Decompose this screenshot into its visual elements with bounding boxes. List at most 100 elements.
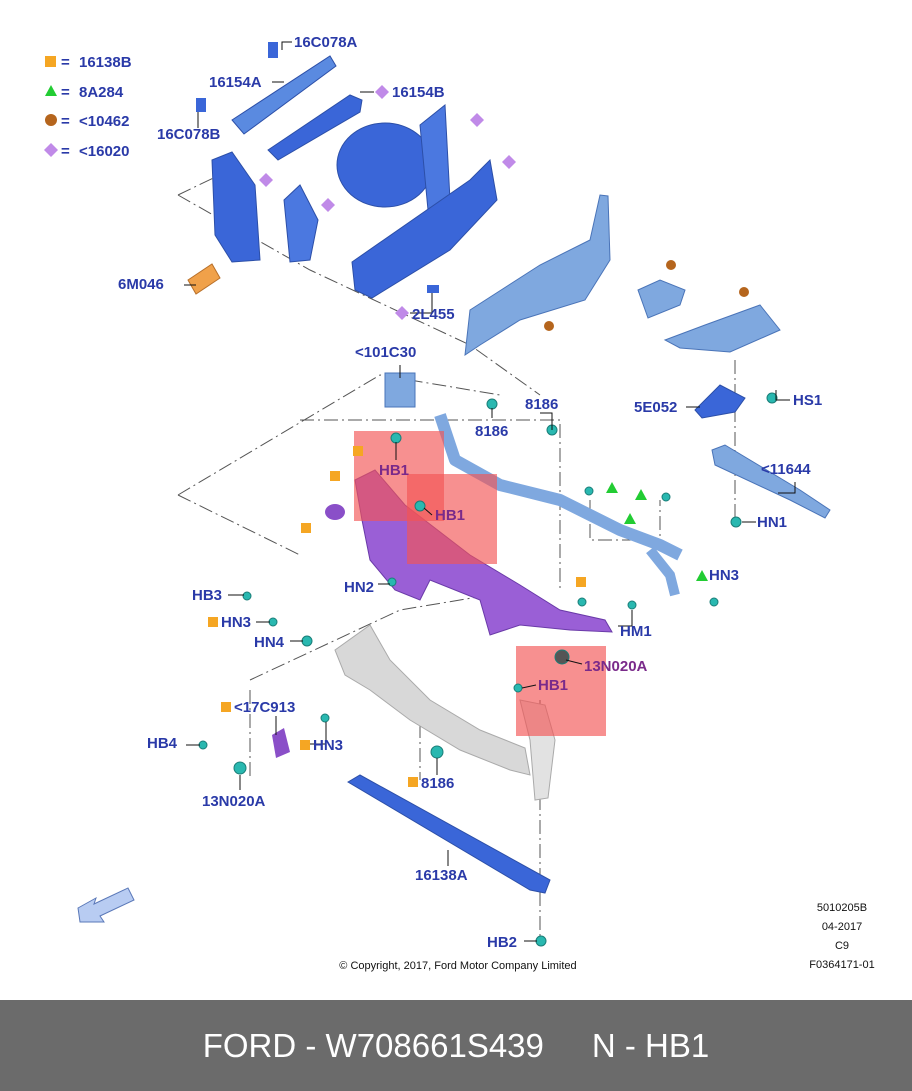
fastener-13n020a-right xyxy=(554,649,570,665)
square-marker xyxy=(408,777,418,787)
callout-16138a: 16138A xyxy=(415,867,468,884)
callout-5e052: 5E052 xyxy=(634,399,677,416)
legend-label: 8A284 xyxy=(79,84,124,101)
part-2l455 xyxy=(427,285,439,293)
legend-circle-icon xyxy=(45,114,57,126)
highlight-box xyxy=(407,474,497,564)
part-number-banner: FORD - W708661S439 N - HB1 xyxy=(0,1000,912,1091)
callout-16c078b: 16C078B xyxy=(157,126,221,143)
fastener-hb1b xyxy=(414,500,426,512)
fastener-8186c xyxy=(430,745,444,759)
fender-structure xyxy=(384,194,831,519)
drawing-reference: F0364171-01 xyxy=(809,959,874,971)
fastener-upper-left xyxy=(584,486,594,496)
part-16154b xyxy=(267,94,363,161)
part-shock-bracket xyxy=(637,279,686,319)
fastener-hb1c xyxy=(513,683,523,693)
part-inner-bracket xyxy=(283,184,319,263)
callout-13n020a-right: 13N020A xyxy=(584,658,648,675)
part-side-panel xyxy=(663,304,781,353)
exploded-parts-diagram: = 16138B = 8A284 = <10462 = <16020 xyxy=(44,34,875,972)
legend-diamond-icon xyxy=(44,143,58,157)
triangle-marker xyxy=(606,482,618,493)
part-11644 xyxy=(711,444,831,519)
square-marker xyxy=(330,471,340,481)
callout-hn1: HN1 xyxy=(757,514,787,531)
fastener-hb2 xyxy=(535,935,547,947)
part-101c30 xyxy=(384,372,416,408)
callout-16c078a: 16C078A xyxy=(294,34,358,51)
fastener-hn3b xyxy=(709,597,719,607)
callout-hm1: HM1 xyxy=(620,623,652,640)
callout-hn3-right: HN3 xyxy=(709,567,739,584)
fastener-hm1 xyxy=(627,600,637,610)
triangle-marker xyxy=(635,489,647,500)
circle-marker xyxy=(544,321,554,331)
callout-hb2: HB2 xyxy=(487,934,517,951)
drawing-code: 5010205B xyxy=(817,902,867,914)
part-6m046 xyxy=(187,263,221,295)
callout-16154a: 16154A xyxy=(209,74,262,91)
callout-8186-top: 8186 xyxy=(525,396,558,413)
legend: = 16138B = 8A284 = <10462 = <16020 xyxy=(44,54,132,160)
callout-hb1-middle: HB1 xyxy=(435,507,465,524)
fastener-hb1a xyxy=(390,432,402,444)
legend-label: <10462 xyxy=(79,113,129,130)
diamond-marker xyxy=(375,85,389,99)
square-marker xyxy=(208,617,218,627)
leader-lines xyxy=(184,41,796,942)
drawing-metadata: 5010205B 04-2017 C9 F0364171-01 © Copyri… xyxy=(339,902,874,972)
callout-8186-lower: 8186 xyxy=(421,775,454,792)
callout-hb4: HB4 xyxy=(147,735,178,752)
triangle-marker xyxy=(624,513,636,524)
callouts: 16C078A 16154A 16154B 16C078B 6M046 2L45… xyxy=(118,34,822,951)
fastener-hn1 xyxy=(730,516,742,528)
square-marker xyxy=(576,577,586,587)
part-apron-rail xyxy=(351,158,498,299)
callout-hb1-upper: HB1 xyxy=(379,462,409,479)
triangle-marker xyxy=(696,570,708,581)
legend-square-icon xyxy=(45,56,56,67)
callout-hs1: HS1 xyxy=(793,392,822,409)
copyright-notice: © Copyright, 2017, Ford Motor Company Li… xyxy=(339,960,576,972)
upper-structure xyxy=(187,42,498,299)
part-16c078b xyxy=(196,98,206,112)
diamond-marker xyxy=(470,113,484,127)
part-strut-tower xyxy=(419,104,451,211)
fastener-upper-right xyxy=(661,492,671,502)
fastener-lower-mid xyxy=(577,597,587,607)
part-16154a xyxy=(231,55,337,135)
fastener-8186a xyxy=(486,398,498,410)
callout-hn3-left: HN3 xyxy=(221,614,251,631)
part-bumper-isolator xyxy=(325,504,345,520)
diamond-marker xyxy=(321,198,335,212)
callout-101c30: <101C30 xyxy=(355,344,416,361)
svg-text:=: = xyxy=(61,143,70,160)
callout-8186-mid: 8186 xyxy=(475,423,508,440)
square-marker xyxy=(221,702,231,712)
brand-part-number: FORD - W708661S439 xyxy=(202,1026,544,1064)
square-marker xyxy=(300,740,310,750)
callout-6m046: 6M046 xyxy=(118,276,164,293)
part-5e052 xyxy=(694,384,746,419)
part-16138a xyxy=(347,774,551,894)
svg-text:=: = xyxy=(61,84,70,101)
part-upper-tie-bar xyxy=(434,413,683,561)
fastener-hn3c xyxy=(320,713,330,723)
part-left-apron-bracket xyxy=(211,151,261,263)
fastener-hn4 xyxy=(301,635,313,647)
square-marker xyxy=(301,523,311,533)
circle-marker xyxy=(666,260,676,270)
part-16c078a xyxy=(268,42,278,58)
fastener-13n020a-left xyxy=(233,761,247,775)
callout-16154b: 16154B xyxy=(392,84,445,101)
highlight-hb1 xyxy=(354,431,606,736)
fastener-hb4 xyxy=(198,740,208,750)
radiator-support xyxy=(272,413,683,758)
part-bumper-reinforcement xyxy=(334,624,531,776)
fastener-hs1 xyxy=(766,392,778,404)
diamond-marker xyxy=(395,306,409,320)
diamond-marker xyxy=(502,155,516,169)
markers xyxy=(208,85,749,787)
drawing-date: 04-2017 xyxy=(822,921,862,933)
